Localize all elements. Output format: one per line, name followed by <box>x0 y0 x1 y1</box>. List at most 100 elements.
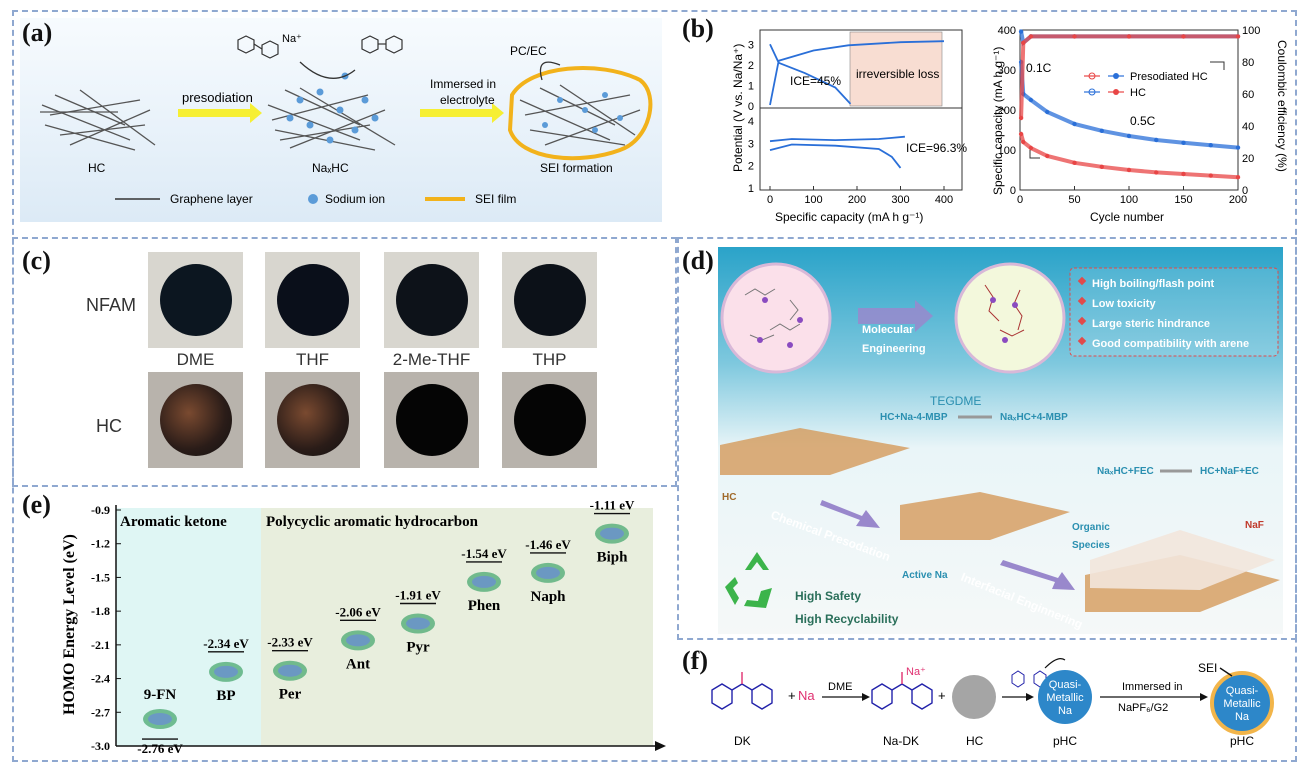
sample-disc-bot-2 <box>396 384 468 456</box>
b-right-point-1 <box>1021 139 1026 145</box>
b-right-point-3 <box>1181 34 1186 39</box>
quasi-5: Metallic <box>1223 698 1261 710</box>
b-right-point-1 <box>1099 164 1104 169</box>
e-value-label: -1.54 eV <box>461 546 507 561</box>
legend1-marker-blue <box>1113 73 1119 79</box>
molecular-engineering-arrow <box>858 300 933 332</box>
left-lines <box>769 40 945 169</box>
sample-disc-top-2 <box>396 264 468 336</box>
ice-top-label: ICE=45% <box>790 74 841 88</box>
b-left-xtick-label: 200 <box>848 194 866 206</box>
b-right-point-1 <box>1072 160 1077 165</box>
orbital-lobe-blue <box>214 665 238 678</box>
e-ytick-label: -2.1 <box>91 638 110 652</box>
graphene-sheet-2 <box>900 492 1070 540</box>
b-right-xtick-label: 200 <box>1229 194 1247 206</box>
curved-arrow <box>299 61 356 79</box>
right-axis-arrow <box>1210 61 1225 70</box>
sample-disc-bot-1 <box>277 384 349 456</box>
molecules-2 <box>984 284 1025 337</box>
photo-top-2 <box>384 252 479 348</box>
e-ytick-label: -2.4 <box>91 672 110 686</box>
right-ylabel: Specific capacity (mA h g⁻¹) <box>991 47 1005 195</box>
active-na-label: Active Na <box>902 570 948 581</box>
bullet-diamonds <box>1077 276 1087 346</box>
quasi-1: Quasi- <box>1049 679 1082 691</box>
legend-sodium-label: Sodium ion <box>325 192 385 206</box>
e-value-label: -1.11 eV <box>590 498 635 513</box>
presodation-arrow <box>820 500 880 528</box>
solvent-label-1: THF <box>295 350 330 369</box>
immersed-label: Immersed in <box>430 77 496 91</box>
b-right-xtick-label: 150 <box>1174 194 1192 206</box>
dme-label: DME <box>828 681 852 693</box>
b-left-ytick-top: 0 <box>748 101 754 113</box>
b-right-point-3 <box>1018 115 1024 121</box>
e-value-label: -1.91 eV <box>395 588 441 603</box>
b-left-curve-1 <box>769 43 852 105</box>
arrow-to-phc-head <box>1026 693 1034 701</box>
b-right-point-1 <box>1126 167 1132 173</box>
solvent-label-2: 2-Me-THF <box>392 350 471 369</box>
irreversible-label: irreversible loss <box>856 67 939 81</box>
dk-small <box>1011 670 1047 688</box>
presodiation-arrow <box>178 103 262 123</box>
orbital-Phen <box>467 571 501 592</box>
b-right-point-0 <box>1072 121 1077 127</box>
solvent-label-3: THP <box>532 350 567 369</box>
left-xlabel: Specific capacity (mA h g⁻¹) <box>775 210 923 224</box>
orbital-Per <box>273 660 307 681</box>
high-recyclability-label: High Recyclability <box>795 612 899 626</box>
e-category-label: BP <box>216 688 235 704</box>
legend-sei-label: SEI film <box>475 192 516 206</box>
label-phc-1: pHC <box>1053 734 1077 748</box>
b-right-ytick-label: 300 <box>998 65 1016 77</box>
right-y2label: Coulombic efficiency (%) <box>1275 40 1289 172</box>
b-right-point-0 <box>1045 109 1050 115</box>
photo-bot-0 <box>148 372 243 468</box>
legend2-marker-red <box>1113 89 1119 95</box>
e-ytick-label: -3.0 <box>91 739 110 753</box>
photo-bot-3 <box>502 372 597 468</box>
photo-bot-1 <box>265 372 360 468</box>
aromatic-ketone-region <box>116 508 261 746</box>
b-left-curve-3 <box>769 143 902 169</box>
b-right-xtick-label: 100 <box>1120 194 1138 206</box>
bullet-3: Large steric hindrance <box>1092 318 1210 330</box>
dme-arrowhead <box>862 693 870 701</box>
sample-disc-top-1 <box>277 264 349 336</box>
immersed-label-f: Immersed in <box>1122 681 1183 693</box>
interfacial-arrow <box>1000 560 1075 590</box>
b-left-ytick-top: 1 <box>748 80 754 92</box>
e-value-label: -2.06 eV <box>335 604 381 619</box>
aromatic-ketone-label: Aromatic ketone <box>120 514 227 530</box>
bullet-4: Good compatibility with arene <box>1092 338 1249 350</box>
b-left-ytick-bottom: 1 <box>748 183 754 195</box>
tegdme-label: TEGDME <box>930 394 981 408</box>
electrolyte-label: electrolyte <box>440 93 495 107</box>
quasi-6: Na <box>1235 711 1250 723</box>
presodiation-label: presodiation <box>182 90 253 105</box>
b-left-ytick-top: 2 <box>748 60 754 72</box>
pc-ec-label: PC/EC <box>510 44 547 58</box>
orbital-lobe-blue <box>472 575 496 588</box>
sei-label-f: SEI <box>1198 661 1217 675</box>
legend2-label: HC <box>1130 87 1146 99</box>
panel-label-a: (a) <box>22 18 53 47</box>
b-right-point-1 <box>1235 175 1241 180</box>
e-ytick-label: -1.2 <box>91 537 110 551</box>
b-right-y2tick-label: 40 <box>1242 121 1254 133</box>
panel-label-b: (b) <box>682 14 714 43</box>
pc-ec-arrow <box>539 61 561 81</box>
b-right-ytick-label: 0 <box>1010 185 1016 197</box>
sei-pointer <box>1219 667 1233 677</box>
e-value-label: -1.46 eV <box>525 537 571 552</box>
release-arrow <box>1044 658 1066 669</box>
immersed-arrowhead-f <box>1200 693 1208 701</box>
orbital-Naph <box>531 562 565 583</box>
b-left-ytick-bottom: 4 <box>748 116 754 128</box>
na-dk-molecule <box>871 683 933 710</box>
